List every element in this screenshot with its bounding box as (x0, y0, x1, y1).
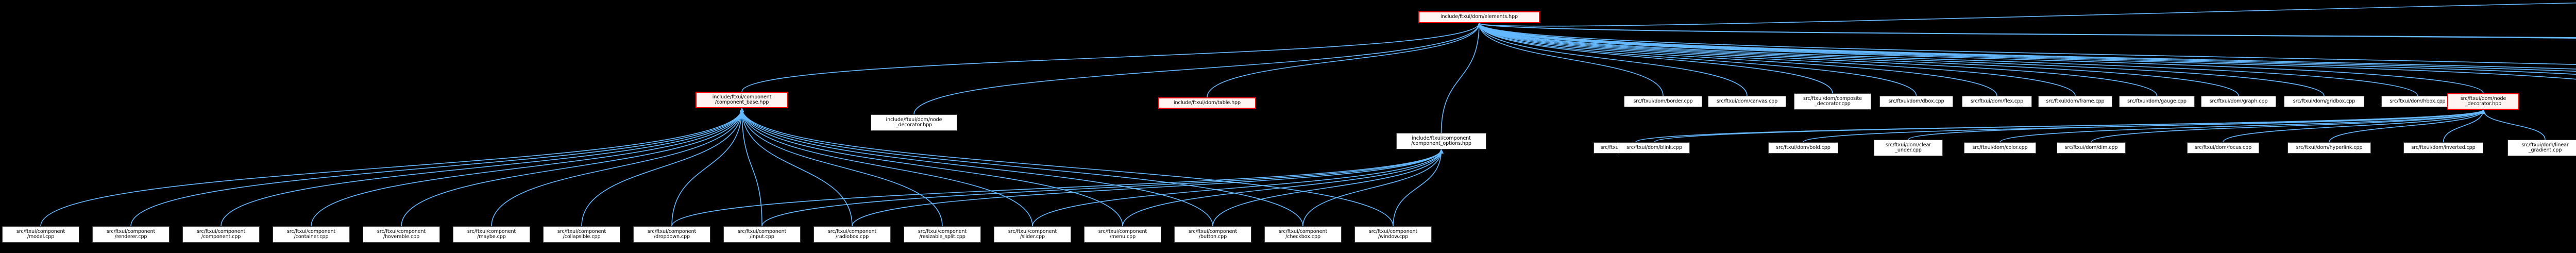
graph-edge (401, 108, 744, 227)
graph-node[interactable]: src/ftxui/component /slider.cpp (994, 226, 1071, 243)
graph-edge (1477, 23, 2576, 75)
graph-node[interactable]: src/ftxui/component /menu.cpp (1084, 226, 1161, 243)
graph-edge (1477, 23, 2576, 65)
graph-node[interactable]: src/ftxui/dom/canvas.cpp (1708, 96, 1786, 107)
graph-node[interactable]: include/ftxui/component /component_base.… (696, 92, 788, 108)
graph-node[interactable]: src/ftxui/component /radiobox.cpp (814, 226, 891, 243)
graph-edge (1207, 23, 1482, 98)
graph-edge (1654, 109, 2486, 143)
graph-node[interactable]: src/ftxui/component /modal.cpp (2, 226, 79, 243)
graph-edge (739, 108, 1303, 227)
graph-node[interactable]: src/ftxui/dom/inverted.cpp (2403, 142, 2483, 154)
graph-edge (2091, 109, 2486, 143)
graph-edge (739, 108, 1394, 227)
graph-node[interactable]: src/ftxui/component /window.cpp (1354, 226, 1432, 243)
graph-edge (739, 108, 853, 227)
graph-node[interactable]: src/ftxui/dom/dim.cpp (2057, 142, 2126, 154)
graph-edge (1302, 149, 1444, 227)
graph-edge (2443, 109, 2486, 143)
graph-edge (1440, 23, 1482, 133)
graph-node[interactable]: src/ftxui/component /component.cpp (182, 226, 260, 243)
graph-edge (1477, 23, 2418, 96)
graph-node[interactable]: include/ftxui/component /component_optio… (1396, 133, 1486, 149)
graph-edge (1477, 23, 2239, 96)
graph-edge (1477, 23, 2484, 94)
graph-edge (1477, 23, 2158, 96)
graph-edge (761, 149, 1444, 227)
graph-edge (1032, 149, 1444, 227)
graph-edge (1477, 23, 2576, 70)
graph-node[interactable]: src/ftxui/component /renderer.cpp (92, 226, 170, 243)
graph-edge (1477, 23, 1664, 96)
graph-edge (311, 108, 744, 227)
graph-node[interactable]: src/ftxui/dom/graph.cpp (2201, 96, 2276, 107)
graph-edge (1477, 23, 1833, 94)
graph-edge (1122, 149, 1444, 227)
graph-edge (1803, 109, 2486, 143)
graph-node[interactable]: src/ftxui/dom/hyperlink.cpp (2287, 142, 2371, 154)
graph-edge (130, 108, 744, 227)
graph-edge (1477, 23, 1748, 96)
graph-node[interactable]: src/ftxui/dom/hbox.cpp (2381, 96, 2454, 107)
graph-edge (40, 108, 744, 227)
graph-node[interactable]: src/ftxui/dom/node _decorator.hpp (2447, 93, 2519, 110)
graph-edge (1477, 23, 1917, 96)
graph-node[interactable]: include/ftxui/dom/node _decorator.hpp (871, 114, 957, 131)
graph-edge (741, 23, 1482, 92)
graph-node[interactable]: src/ftxui/component /dropdown.cpp (633, 226, 710, 243)
graph-edge (671, 108, 744, 227)
graph-edge (1477, 23, 2576, 39)
graph-node[interactable]: src/ftxui/dom/gridbox.cpp (2284, 96, 2364, 107)
graph-edge (2223, 109, 2486, 143)
graph-node[interactable]: src/ftxui/dom/frame.cpp (2038, 96, 2112, 107)
graph-node[interactable]: src/ftxui/dom/linear _gradient.cpp (2507, 140, 2576, 156)
graph-node[interactable]: src/ftxui/dom/bold.cpp (1768, 142, 1838, 154)
graph-edge (1635, 109, 2486, 143)
graph-edge (2481, 109, 2546, 140)
graph-node[interactable]: src/ftxui/component /collapsible.cpp (543, 226, 620, 243)
graph-edge (739, 108, 762, 227)
graph-node[interactable]: src/ftxui/dom/border.cpp (1624, 96, 1702, 107)
graph-edge (1393, 149, 1444, 227)
graph-node[interactable]: src/ftxui/component /hoverable.cpp (363, 226, 440, 243)
graph-node[interactable]: src/ftxui/dom/clear _under.cpp (1874, 140, 1943, 156)
graph-edge (1908, 109, 2486, 140)
graph-node[interactable]: include/ftxui/dom/table.hpp (1158, 97, 1256, 109)
graph-edge (852, 149, 1444, 227)
graph-node[interactable]: src/ftxui/component /input.cpp (723, 226, 801, 243)
graph-node[interactable]: src/ftxui/component /maybe.cpp (453, 226, 530, 243)
graph-node[interactable]: src/ftxui/dom/gauge.cpp (2119, 96, 2195, 107)
graph-edge (739, 108, 1213, 227)
graph-edge (1477, 23, 1997, 96)
graph-edge (671, 149, 1444, 227)
graph-edge (1212, 149, 1444, 227)
graph-edge (221, 108, 744, 227)
graph-edge (1477, 23, 2325, 96)
graph-edge (1477, 23, 2576, 38)
graph-node[interactable]: src/ftxui/dom/flex.cpp (1962, 96, 2032, 107)
graph-edge (2329, 109, 2486, 143)
graph-edge (1477, 23, 2576, 72)
graph-edge (1477, 23, 2576, 80)
graph-node[interactable]: src/ftxui/dom/composite _decorator.cpp (1794, 93, 1871, 110)
graph-node[interactable]: src/ftxui/component /button.cpp (1174, 226, 1251, 243)
graph-node[interactable]: src/ftxui/dom/blink.cpp (1619, 142, 1690, 154)
graph-node[interactable]: include/ftxui/dom/elements.hpp (1418, 11, 1540, 23)
graph-node[interactable]: src/ftxui/component /container.cpp (273, 226, 350, 243)
graph-node[interactable]: src/ftxui/component /checkbox.cpp (1264, 226, 1342, 243)
graph-edge (491, 108, 744, 227)
graph-node[interactable]: src/ftxui/component /resizable_split.cpp (904, 226, 981, 243)
graph-edge (581, 108, 744, 227)
graph-edge (1477, 2, 2576, 28)
graph-edge (1999, 109, 2486, 143)
graph-edge (1477, 23, 2076, 96)
graph-node[interactable]: src/ftxui/dom/color.cpp (1964, 142, 2036, 154)
graph-node[interactable]: src/ftxui/dom/dbox.cpp (1879, 96, 1953, 107)
graph-node[interactable]: src/ftxui/dom/focus.cpp (2187, 142, 2259, 154)
